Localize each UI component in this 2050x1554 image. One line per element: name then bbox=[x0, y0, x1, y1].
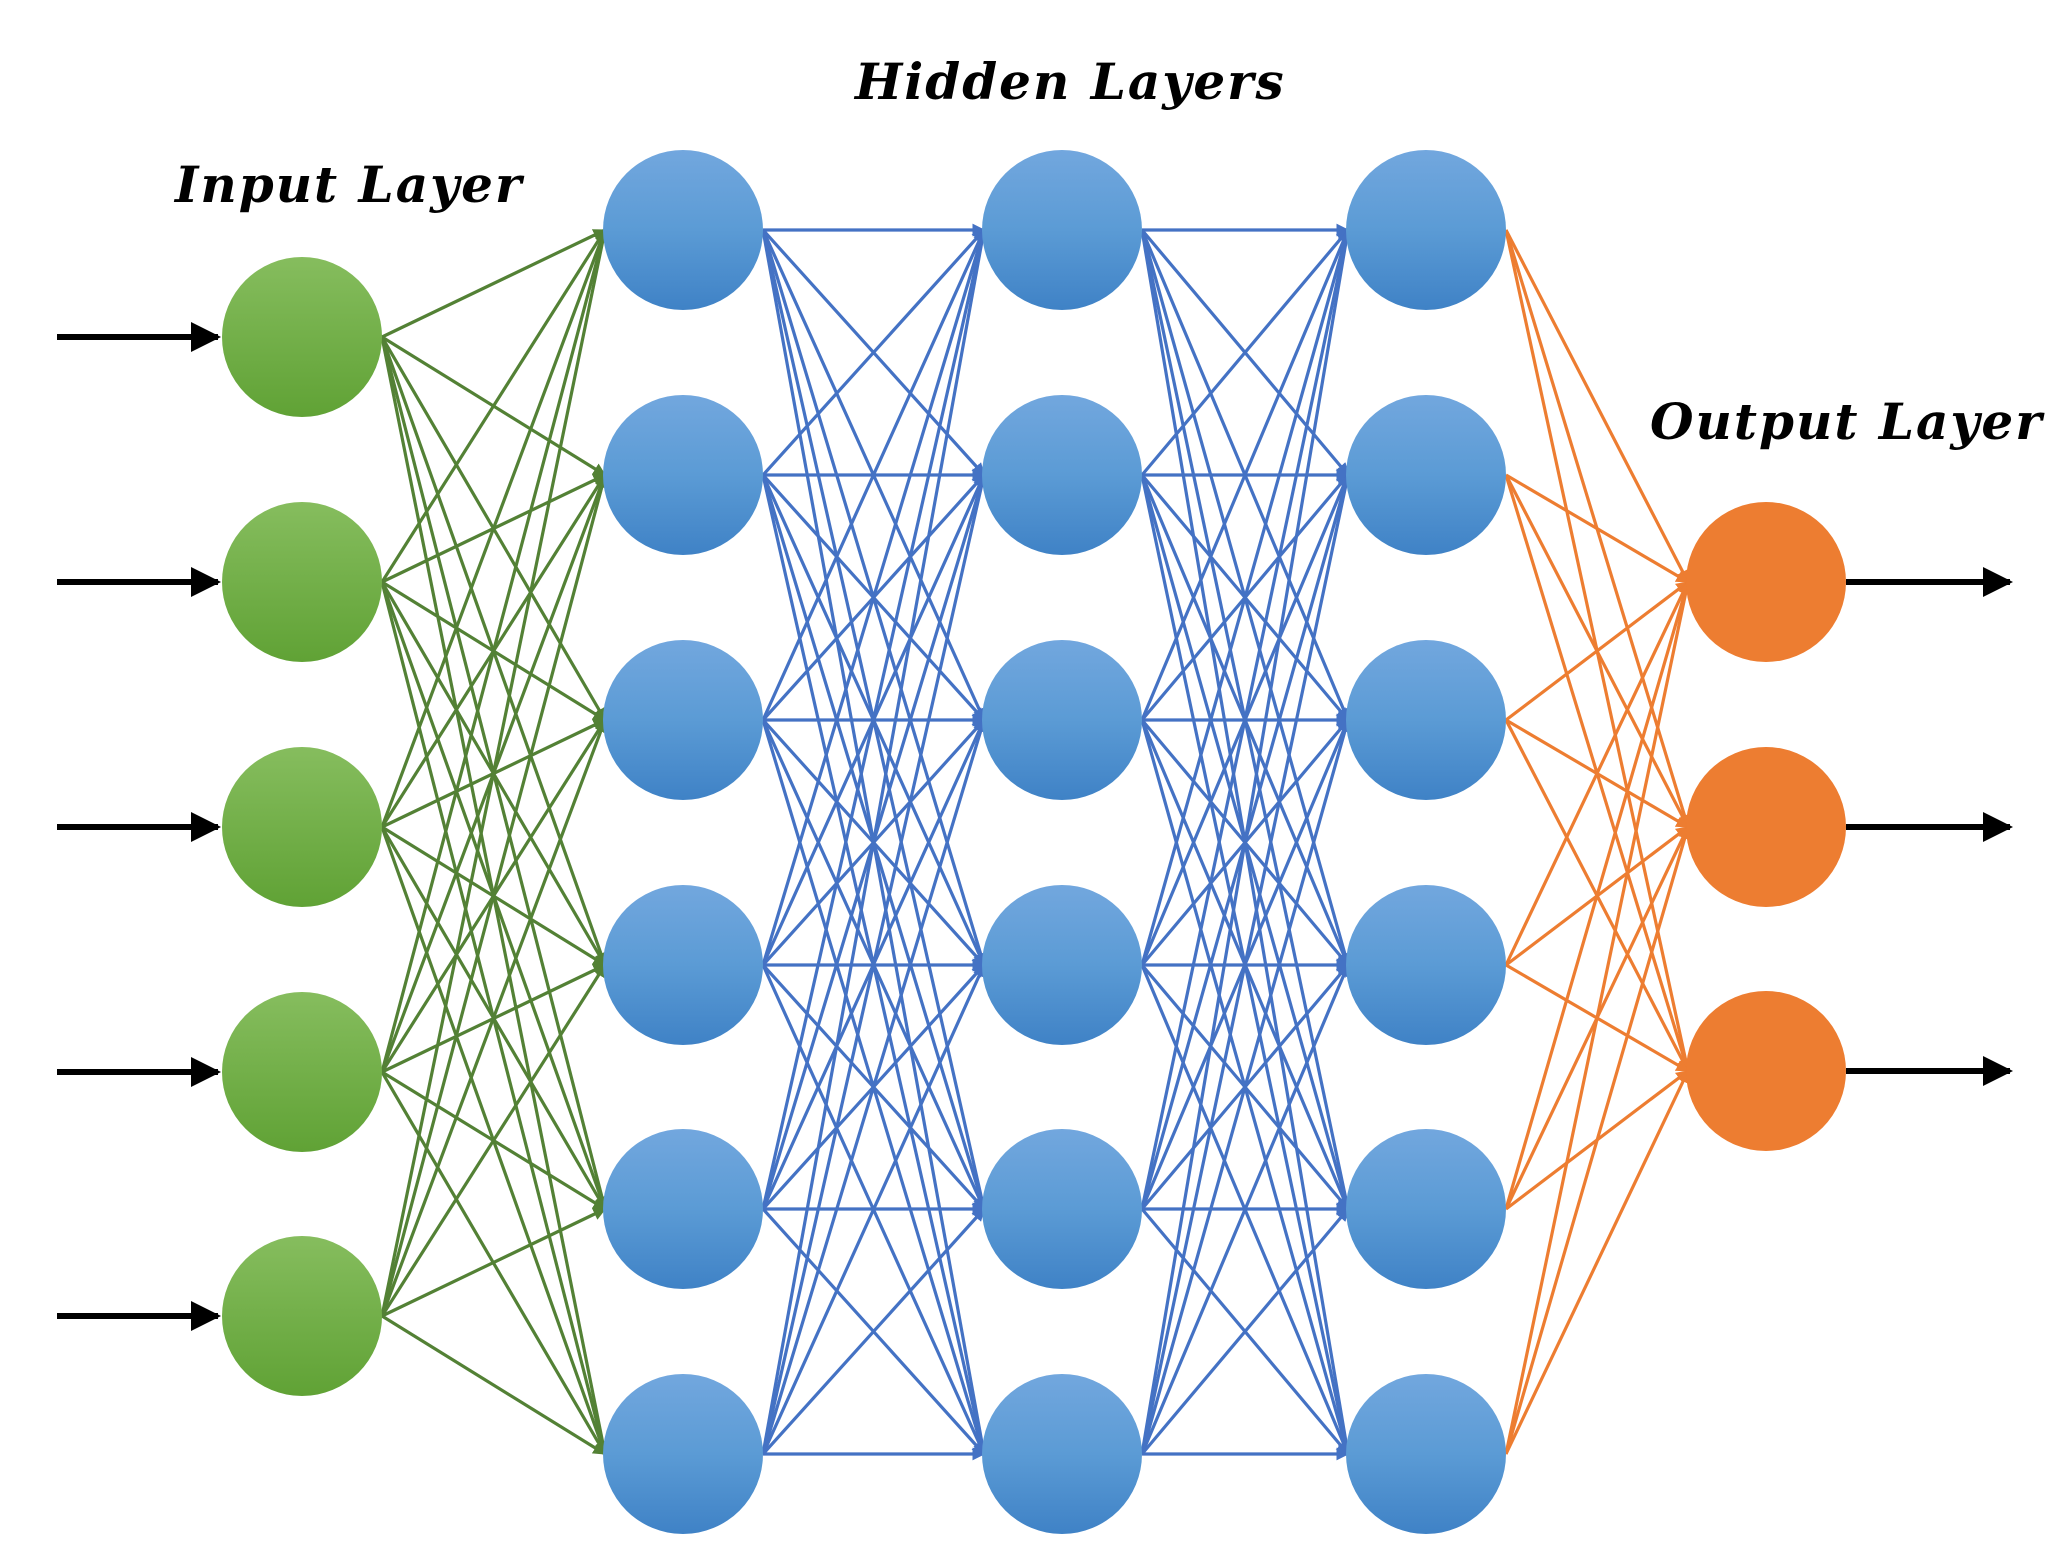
neuron-hidden-1-1 bbox=[603, 150, 763, 310]
neuron-output-2 bbox=[1686, 747, 1846, 907]
neuron-hidden-1-2 bbox=[603, 395, 763, 555]
neuron-input-3 bbox=[222, 747, 382, 907]
neurons bbox=[222, 150, 1846, 1534]
connection-hidden-3-6-to-output-2 bbox=[1504, 825, 1691, 1455]
neuron-hidden-3-3 bbox=[1346, 640, 1506, 800]
neuron-hidden-3-1 bbox=[1346, 150, 1506, 310]
connections bbox=[380, 223, 1692, 1461]
connection-hidden-1-4-to-hidden-2-1 bbox=[761, 228, 987, 966]
input-layer-label: Input Layer bbox=[175, 155, 524, 214]
neuron-input-2 bbox=[222, 502, 382, 662]
connection-hidden-3-2-to-output-1 bbox=[1505, 473, 1690, 584]
neuron-hidden-2-1 bbox=[982, 150, 1142, 310]
neuron-output-1 bbox=[1686, 502, 1846, 662]
neuron-hidden-2-5 bbox=[982, 1129, 1142, 1289]
connection-hidden-2-3-to-hidden-3-1 bbox=[1140, 228, 1350, 721]
connection-input-2-to-hidden-1-1 bbox=[380, 228, 607, 583]
connection-hidden-1-6-to-hidden-2-3 bbox=[761, 718, 987, 1455]
connection-hidden-2-5-to-hidden-3-1 bbox=[1140, 228, 1352, 1210]
connection-hidden-1-6-to-hidden-2-2 bbox=[761, 473, 988, 1455]
connection-input-3-to-hidden-1-1 bbox=[380, 228, 607, 828]
neuron-hidden-1-6 bbox=[603, 1374, 763, 1534]
neuron-hidden-2-4 bbox=[982, 885, 1142, 1045]
neuron-output-3 bbox=[1686, 991, 1846, 1151]
neuron-input-5 bbox=[222, 1236, 382, 1396]
output-layer-label: Output Layer bbox=[1650, 392, 2044, 451]
io-arrows bbox=[57, 322, 2013, 1331]
connection-hidden-2-6-to-hidden-3-2 bbox=[1140, 473, 1352, 1455]
connection-hidden-3-6-to-output-1 bbox=[1504, 580, 1692, 1455]
connection-hidden-1-6-to-hidden-2-5 bbox=[761, 1207, 986, 1456]
neuron-hidden-2-3 bbox=[982, 640, 1142, 800]
connection-input-5-to-hidden-1-4 bbox=[380, 963, 607, 1317]
neuron-hidden-2-6 bbox=[982, 1374, 1142, 1534]
connection-input-5-to-hidden-1-2 bbox=[380, 473, 609, 1317]
connection-input-1-to-hidden-1-1 bbox=[381, 228, 607, 339]
connection-hidden-2-6-to-hidden-3-1 bbox=[1140, 228, 1353, 1455]
neuron-input-4 bbox=[222, 992, 382, 1152]
connection-input-5-to-hidden-1-1 bbox=[380, 228, 609, 1317]
connection-hidden-2-6-to-hidden-3-4 bbox=[1140, 963, 1350, 1455]
neuron-hidden-3-2 bbox=[1346, 395, 1506, 555]
connection-hidden-3-5-to-output-1 bbox=[1504, 580, 1691, 1210]
connection-hidden-3-6-to-output-3 bbox=[1504, 1069, 1690, 1455]
connection-input-5-to-hidden-1-6 bbox=[381, 1314, 607, 1456]
connection-input-4-to-hidden-1-1 bbox=[380, 228, 609, 1073]
connection-hidden-2-6-to-hidden-3-3 bbox=[1140, 718, 1352, 1455]
neuron-hidden-1-5 bbox=[603, 1129, 763, 1289]
connection-hidden-2-6-to-hidden-3-5 bbox=[1140, 1207, 1350, 1456]
connection-hidden-3-1-to-output-1 bbox=[1504, 229, 1690, 584]
neuron-input-1 bbox=[222, 257, 382, 417]
connection-hidden-1-6-to-hidden-2-1 bbox=[761, 228, 989, 1455]
neuron-hidden-1-4 bbox=[603, 885, 763, 1045]
neuron-hidden-3-6 bbox=[1346, 1374, 1506, 1534]
connection-input-5-to-hidden-1-5 bbox=[381, 1207, 607, 1318]
connection-hidden-1-3-to-hidden-2-1 bbox=[761, 228, 986, 721]
connection-hidden-3-4-to-output-1 bbox=[1504, 580, 1690, 966]
connection-hidden-1-2-to-hidden-2-1 bbox=[761, 228, 986, 477]
neuron-hidden-3-4 bbox=[1346, 885, 1506, 1045]
neuron-hidden-1-3 bbox=[603, 640, 763, 800]
connection-input-5-to-hidden-1-3 bbox=[380, 718, 607, 1317]
connection-hidden-2-2-to-hidden-3-1 bbox=[1140, 228, 1350, 477]
connection-hidden-2-4-to-hidden-3-1 bbox=[1140, 228, 1352, 966]
neuron-hidden-2-2 bbox=[982, 395, 1142, 555]
connection-hidden-1-5-to-hidden-2-1 bbox=[761, 228, 988, 1210]
hidden-layers-label: Hidden Layers bbox=[855, 52, 1286, 111]
neuron-hidden-3-5 bbox=[1346, 1129, 1506, 1289]
connection-hidden-1-6-to-hidden-2-4 bbox=[761, 963, 986, 1455]
connection-hidden-3-3-to-output-1 bbox=[1505, 580, 1690, 722]
